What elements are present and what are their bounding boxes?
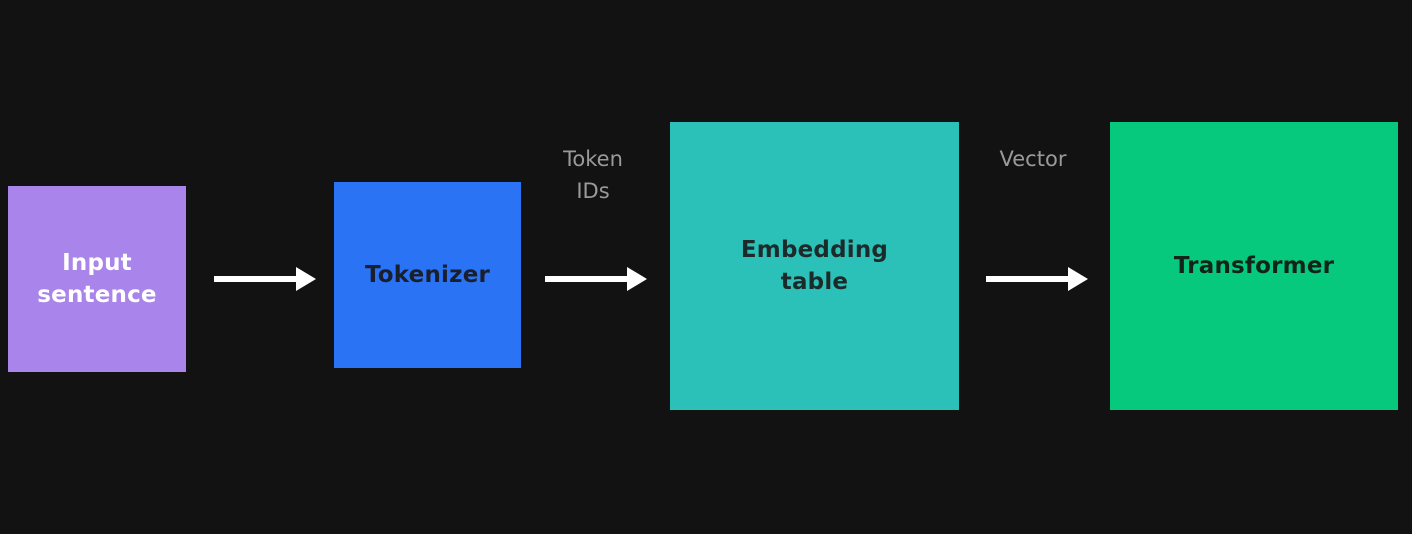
transformer-box: Transformer <box>1110 122 1398 410</box>
token-ids-label: Token IDs <box>563 147 623 203</box>
arrow-right-icon <box>986 267 1088 291</box>
input-sentence-box: Input sentence <box>8 186 186 372</box>
tokenizer-box: Tokenizer <box>334 182 521 368</box>
arrow-right-icon <box>214 267 316 291</box>
tokenizer-label: Tokenizer <box>364 262 491 288</box>
arrow-right-icon <box>545 267 647 291</box>
input-sentence-label: Input sentence <box>37 250 157 308</box>
vector-label: Vector <box>999 147 1067 171</box>
transformer-label: Transformer <box>1173 253 1335 279</box>
embedding-table-box: Embedding table <box>670 122 959 410</box>
embedding-table-label: Embedding table <box>740 237 889 295</box>
